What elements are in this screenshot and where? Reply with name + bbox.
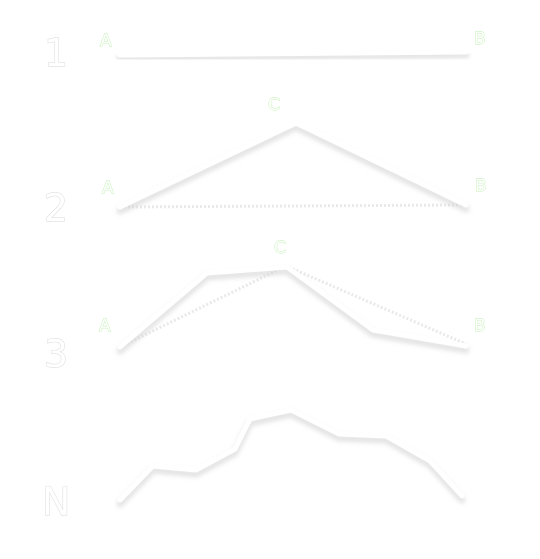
segment-path-stage-n <box>117 407 465 503</box>
point-label-c-stage-2: C <box>268 95 280 115</box>
point-label-a-stage-2: A <box>102 178 114 198</box>
stage-number-3: 3 <box>44 332 68 376</box>
stage-number-n: N <box>42 480 70 524</box>
segment-ab-stage-1 <box>117 49 469 58</box>
point-label-b-stage-3: B <box>474 316 486 336</box>
point-label-c-stage-3: C <box>274 238 286 258</box>
segment-acb-stage-2 <box>117 120 469 210</box>
stage-2: 2 A B C <box>44 95 488 231</box>
point-label-b-stage-2: B <box>475 176 487 196</box>
point-label-b-stage-1: B <box>474 29 486 49</box>
segment-shadow-stage-1 <box>116 51 470 62</box>
stage-n: N <box>42 407 466 524</box>
point-label-a-stage-3: A <box>99 316 111 336</box>
stage-1: 1 A B <box>44 29 487 76</box>
stage-number-2: 2 <box>44 186 68 230</box>
point-label-a-stage-1: A <box>100 31 112 51</box>
stage-number-1: 1 <box>44 31 68 75</box>
segment-path-stage-3 <box>117 264 469 350</box>
previous-segment-ghost-stage-2 <box>119 203 467 209</box>
segment-shadow-stage-n <box>116 410 466 508</box>
segment-shadow-stage-2 <box>116 123 470 215</box>
stage-3: 3 A B C <box>44 238 487 377</box>
segment-shadow-stage-3 <box>116 267 470 355</box>
